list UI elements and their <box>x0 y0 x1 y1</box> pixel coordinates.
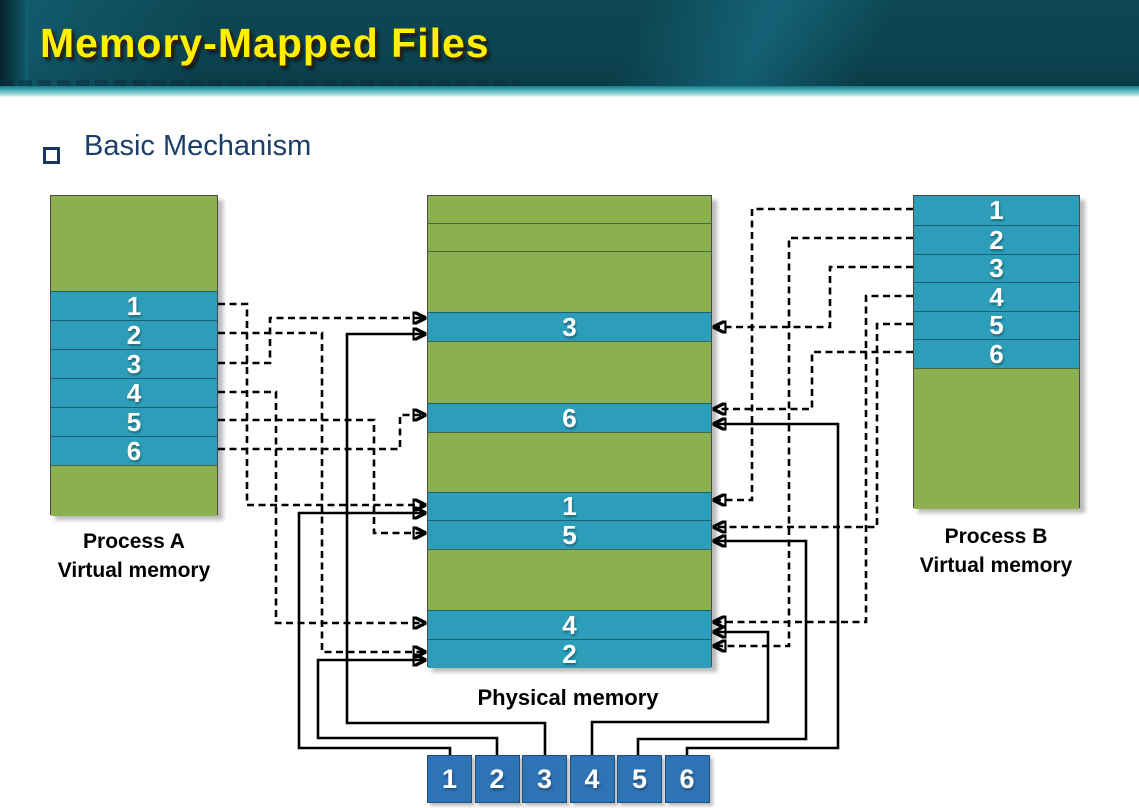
process-b-label-line2: Virtual memory <box>919 554 1073 577</box>
process-a-page-cell: 2 <box>51 320 217 350</box>
process-a-label: Process A Virtual memory <box>58 527 211 585</box>
process-b-label: Process B Virtual memory <box>920 522 1073 580</box>
physical-frame-cell: 4 <box>428 610 711 640</box>
process-b-page-cell: 5 <box>914 310 1079 340</box>
bullet-square-icon <box>43 147 60 164</box>
physical-memory-label: Physical memory <box>477 685 659 710</box>
page-to-frame-arrow <box>715 265 913 327</box>
process-a-page-cell: 5 <box>51 407 217 437</box>
page-to-frame-arrow <box>715 350 913 409</box>
disk-block: 5 <box>617 755 662 803</box>
disk-block: 3 <box>522 755 567 803</box>
slide-title: Memory-Mapped Files <box>40 20 490 66</box>
process-b-page-cell: 1 <box>914 195 1079 225</box>
page-to-frame-arrow <box>218 331 424 652</box>
process-b-page-cell: 6 <box>914 339 1079 369</box>
process-a-page-cell: 1 <box>51 291 217 321</box>
header-gradient-band <box>0 86 1139 97</box>
process-b-label-line1: Process B <box>944 525 1048 548</box>
page-to-frame-arrow <box>715 236 913 646</box>
page-to-frame-arrow <box>715 294 913 622</box>
unmapped-region <box>428 251 711 312</box>
process-a-page-cell: 6 <box>51 436 217 466</box>
unmapped-region <box>51 196 217 291</box>
unmapped-region <box>428 341 711 403</box>
physical-frame-cell: 1 <box>428 491 711 521</box>
process-b-page-cell: 2 <box>914 225 1079 255</box>
page-to-frame-arrow <box>218 390 424 623</box>
process-a-page-cell: 4 <box>51 378 217 408</box>
process-a-page-cell: 3 <box>51 349 217 379</box>
process-b-page-cell: 4 <box>914 282 1079 312</box>
unmapped-region <box>428 196 711 223</box>
unmapped-region <box>428 223 711 251</box>
header-left-strip <box>0 0 28 88</box>
physical-frame-cell: 3 <box>428 312 711 342</box>
process-a-label-line2: Virtual memory <box>57 559 211 582</box>
disk-to-frame-arrow <box>316 660 499 755</box>
disk-block: 6 <box>664 755 710 803</box>
physical-frame-cell: 5 <box>428 520 711 550</box>
slide-header: Memory-Mapped Files <box>0 0 1139 88</box>
unmapped-region <box>51 465 217 516</box>
page-to-frame-arrow <box>218 302 424 505</box>
process-b-page-cell: 3 <box>914 253 1079 283</box>
unmapped-region <box>914 368 1079 509</box>
disk-block: 2 <box>474 755 520 803</box>
header-ghost-texture <box>0 80 520 88</box>
physical-frame-cell: 6 <box>428 403 711 433</box>
page-to-frame-arrow <box>218 418 424 533</box>
page-to-frame-arrow <box>715 207 913 500</box>
unmapped-region <box>428 432 711 492</box>
disk-block: 1 <box>427 755 472 803</box>
page-to-frame-arrow <box>715 322 913 527</box>
section-heading: Basic Mechanism <box>84 130 312 162</box>
page-to-frame-arrow <box>218 318 424 365</box>
unmapped-region <box>428 549 711 610</box>
page-to-frame-arrow <box>218 415 424 451</box>
process-a-label-line1: Process A <box>83 530 185 553</box>
disk-block: 4 <box>569 755 615 803</box>
physical-frame-cell: 2 <box>428 639 711 669</box>
